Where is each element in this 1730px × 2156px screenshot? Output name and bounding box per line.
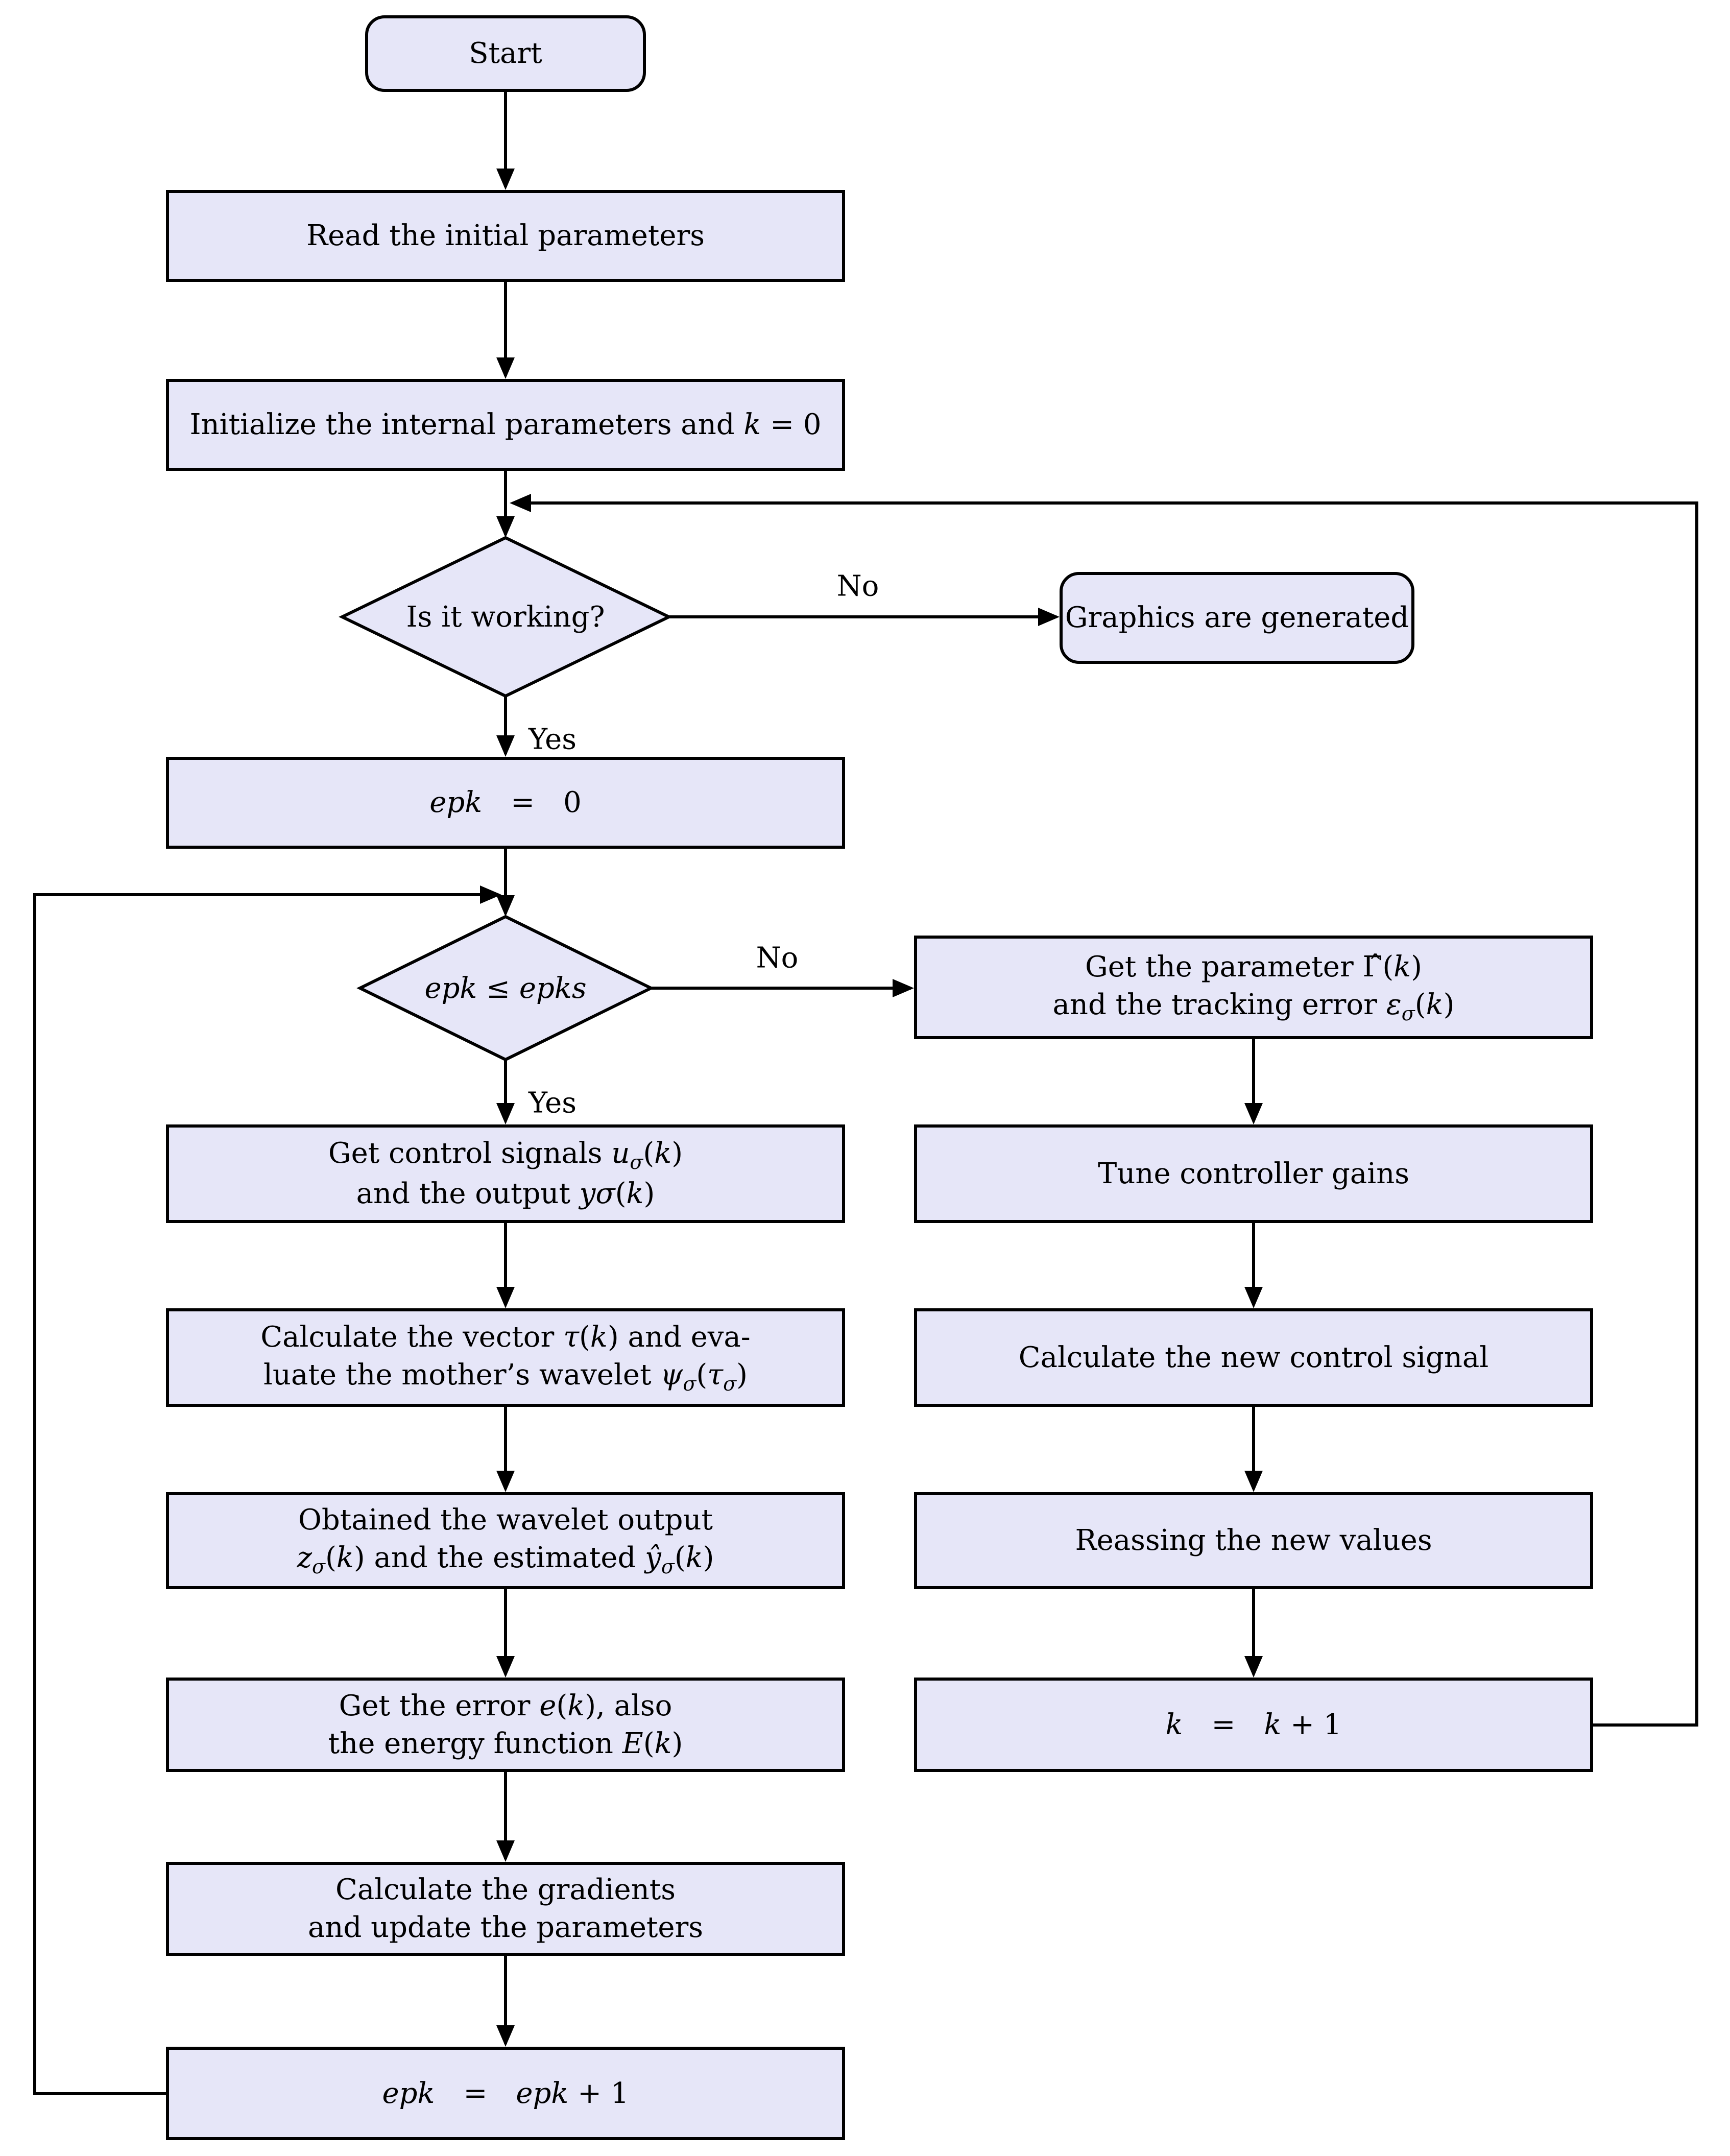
is-working-decision-label: Is it working? [342,538,669,696]
epk-increment-label: epk = epk + 1 [382,2076,629,2110]
is-working-text: Is it working? [406,600,605,634]
epk-check-decision-label: epk ≤ epks [360,917,651,1060]
edge-label-yes-epoch: Yes [528,1086,576,1120]
decision-diamond-is-working [339,536,672,698]
get-parameter-node: Get the parameter Γ̂(k)and the tracking … [914,936,1593,1039]
init-params-label: Initialize the internal parameters and k… [189,408,822,442]
calc-new-control-node: Calculate the new control signal [914,1308,1593,1407]
calc-new-control-label: Calculate the new control signal [1018,1340,1489,1374]
epk-zero-label: epk = 0 [429,786,582,820]
start-label: Start [469,37,542,70]
edge-epkincrement-loop-to-epkcheck [33,885,501,2095]
epk-increment-node: epk = epk + 1 [166,2047,845,2140]
edge-kincrement-loop-to-isworking [510,494,1698,1727]
edge-label-yes-working: Yes [528,723,576,756]
calc-vector-node: Calculate the vector τ(k) and eva-luate … [166,1308,845,1407]
read-params-node: Read the initial parameters [166,190,845,282]
epk-zero-node: epk = 0 [166,757,845,849]
start-node: Start [365,15,646,92]
edge-label-no-epoch: No [756,941,799,975]
epk-check-text: epk ≤ epks [424,971,587,1005]
calc-vector-label: Calculate the vector τ(k) and eva-luate … [260,1320,751,1395]
tune-gains-node: Tune controller gains [914,1124,1593,1223]
edge-label-no-working: No [836,569,879,603]
reassign-values-node: Reassing the new values [914,1492,1593,1589]
k-increment-label: k = k + 1 [1165,1708,1342,1741]
get-control-node: Get control signals uσ(k)and the output … [166,1124,845,1223]
k-increment-node: k = k + 1 [914,1678,1593,1772]
get-control-label: Get control signals uσ(k)and the output … [328,1136,683,1211]
read-params-label: Read the initial parameters [306,219,705,253]
reassign-values-label: Reassing the new values [1075,1524,1432,1558]
tune-gains-label: Tune controller gains [1097,1157,1410,1190]
decision-diamond-epk-check [356,915,655,1062]
graphics-label: Graphics are generated [1065,601,1409,635]
get-parameter-label: Get the parameter Γ̂(k)and the tracking … [1052,950,1455,1025]
graphics-node: Graphics are generated [1060,572,1414,664]
init-params-node: Initialize the internal parameters and k… [166,379,845,471]
